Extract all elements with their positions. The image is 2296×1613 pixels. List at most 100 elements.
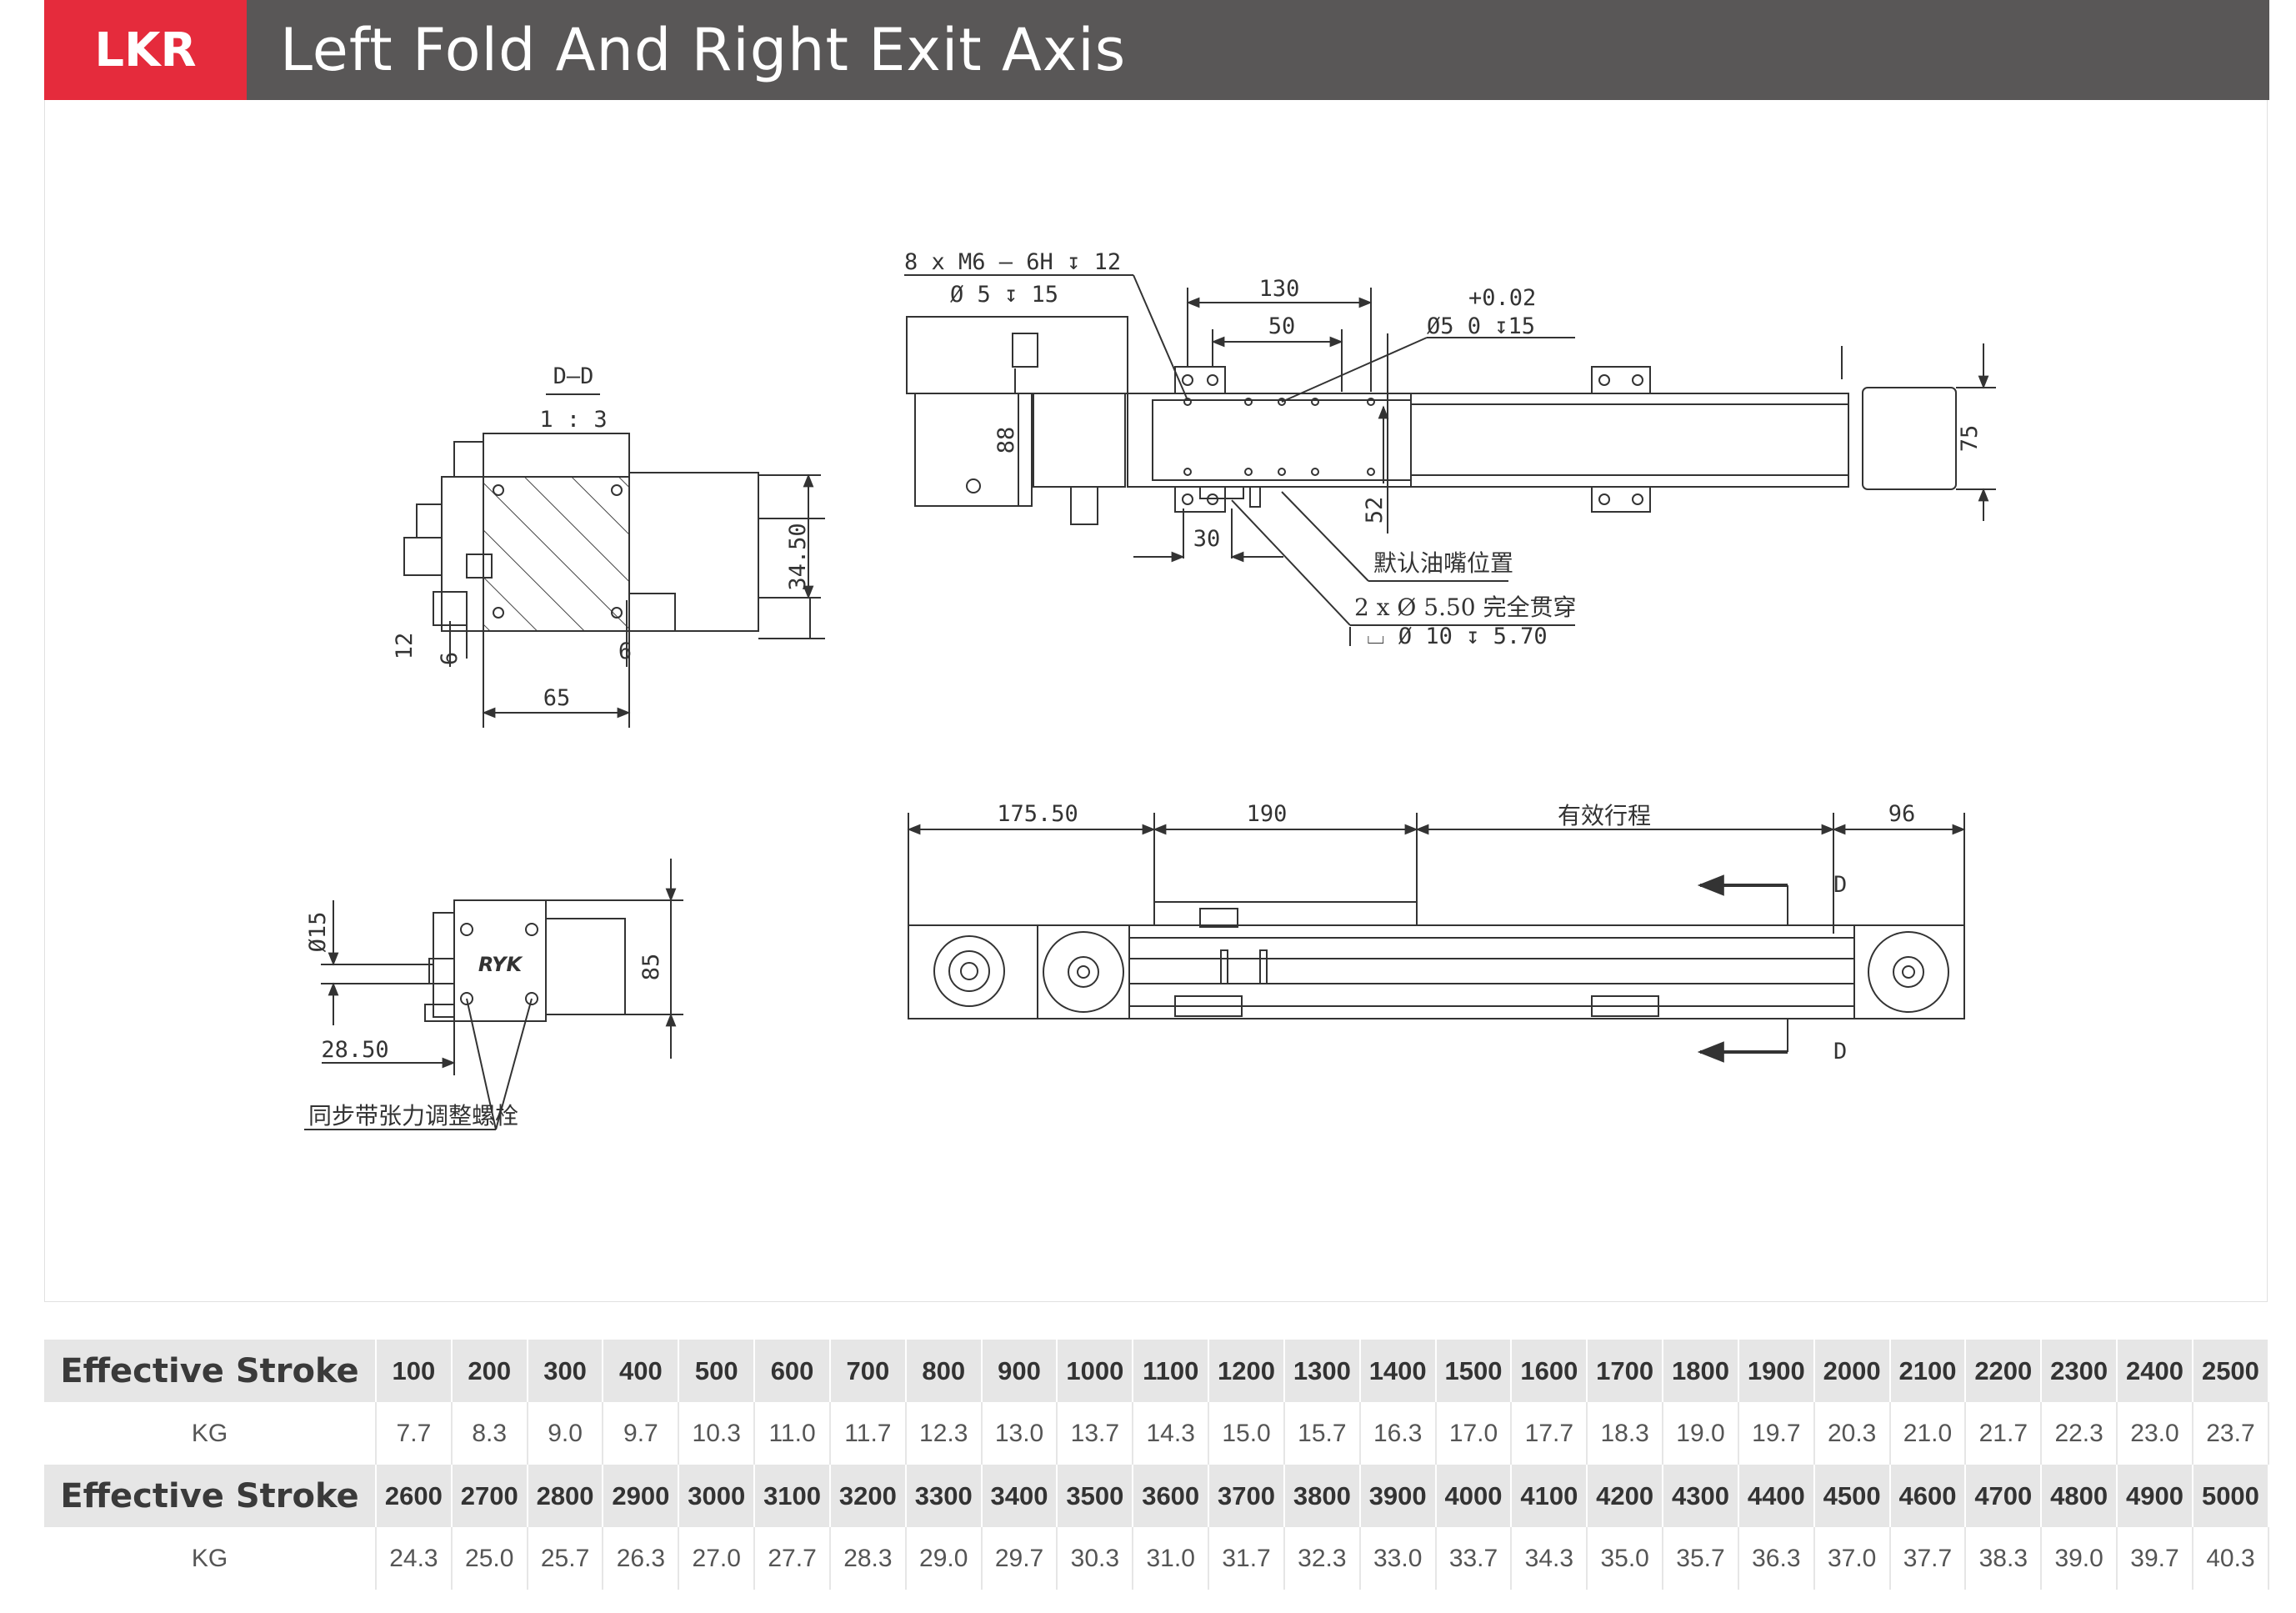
kg-cell: 13.0 [981, 1402, 1058, 1465]
callout-thread-line2: Ø 5 ↧ 15 [950, 282, 1058, 308]
stroke-cell: 4700 [1965, 1465, 2043, 1527]
kg-cell: 15.0 [1208, 1402, 1285, 1465]
kg-cell: 37.0 [1813, 1527, 1891, 1590]
kg-cell: 25.0 [451, 1527, 528, 1590]
page-title: Left Fold And Right Exit Axis [280, 16, 1127, 84]
header-bar: LKR Left Fold And Right Exit Axis [44, 0, 2269, 100]
dim-28-50: 28.50 [321, 1037, 388, 1063]
stroke-cell: 5000 [2192, 1465, 2270, 1527]
stroke-cell: 2800 [527, 1465, 604, 1527]
dim-175-50: 175.50 [997, 801, 1078, 827]
kg-cell: 39.0 [2041, 1527, 2118, 1590]
stroke-cell: 2200 [1965, 1340, 2043, 1402]
kg-cell: 18.3 [1587, 1402, 1664, 1465]
stroke-cell: 3700 [1208, 1465, 1285, 1527]
stroke-cell: 2900 [603, 1465, 680, 1527]
kg-cell: 27.7 [754, 1527, 831, 1590]
row-label-kg: KG [44, 1527, 377, 1590]
model-badge: LKR [44, 0, 247, 100]
top-view [907, 813, 1966, 1063]
kg-cell: 8.3 [451, 1402, 528, 1465]
kg-cell: 24.3 [376, 1527, 453, 1590]
stroke-cell: 1800 [1663, 1340, 1739, 1402]
stroke-cell: 100 [376, 1340, 453, 1402]
dim-6-left: 6 [437, 652, 463, 665]
section-mark-d-bottom: D [1833, 1039, 1847, 1064]
kg-cell: 30.3 [1057, 1527, 1134, 1590]
stroke-cell: 4500 [1813, 1465, 1891, 1527]
stroke-cell: 4200 [1587, 1465, 1664, 1527]
kg-cell: 17.0 [1435, 1402, 1513, 1465]
stroke-cell: 4900 [2117, 1465, 2193, 1527]
stroke-cell: 1900 [1738, 1340, 1815, 1402]
kg-cell: 13.7 [1057, 1402, 1134, 1465]
kg-cell: 33.7 [1435, 1527, 1513, 1590]
stroke-cell: 1000 [1057, 1340, 1134, 1402]
stroke-cell: 200 [451, 1340, 528, 1402]
callout-oil-nozzle: 默认油嘴位置 [1373, 549, 1513, 577]
stroke-cell: 300 [527, 1340, 604, 1402]
section-mark-d-top: D [1833, 872, 1847, 898]
kg-cell: 23.7 [2192, 1402, 2270, 1465]
stroke-cell: 4600 [1889, 1465, 1967, 1527]
row-label-kg: KG [44, 1402, 377, 1465]
section-view-dd: D—D 1 : 3 [403, 363, 825, 728]
callout-thread-line1: 8 x M6 — 6H ↧ 12 [904, 249, 1121, 275]
stroke-cell: 1500 [1435, 1340, 1513, 1402]
dim-30: 30 [1193, 526, 1221, 552]
kg-cell: 15.7 [1283, 1402, 1361, 1465]
callout-tolerance-top: +0.02 [1468, 285, 1536, 311]
kg-cell: 17.7 [1511, 1402, 1588, 1465]
stroke-cell: 4400 [1738, 1465, 1815, 1527]
stroke-cell: 3400 [981, 1465, 1058, 1527]
dim-52: 52 [1362, 497, 1388, 524]
stroke-cell: 4100 [1511, 1465, 1588, 1527]
stroke-cell: 2600 [376, 1465, 453, 1527]
kg-cell: 29.0 [905, 1527, 983, 1590]
dim-65: 65 [543, 685, 571, 711]
stroke-cell: 1300 [1283, 1340, 1361, 1402]
callout-belt-tension-bolt: 同步带张力调整螺栓 [308, 1102, 518, 1130]
stroke-cell: 3300 [905, 1465, 983, 1527]
stroke-cell: 1400 [1359, 1340, 1437, 1402]
stroke-cell: 2000 [1813, 1340, 1891, 1402]
ryk-logo: RYK [478, 953, 524, 976]
stroke-cell: 900 [981, 1340, 1058, 1402]
stroke-cell: 800 [905, 1340, 983, 1402]
kg-cell: 40.3 [2192, 1527, 2270, 1590]
kg-cell: 22.3 [2041, 1402, 2118, 1465]
stroke-cell: 700 [829, 1340, 907, 1402]
kg-cell: 11.0 [754, 1402, 831, 1465]
stroke-cell: 1100 [1133, 1340, 1210, 1402]
kg-cell: 14.3 [1133, 1402, 1210, 1465]
stroke-cell: 2500 [2192, 1340, 2270, 1402]
kg-cell: 23.0 [2117, 1402, 2193, 1465]
callout-through-hole: 2 x Ø 5.50 完全贯穿 [1354, 594, 1577, 621]
front-view [904, 274, 1996, 646]
kg-cell: 11.7 [829, 1402, 907, 1465]
stroke-cell: 3000 [678, 1465, 756, 1527]
kg-cell: 31.7 [1208, 1527, 1285, 1590]
callout-counterbore: ⌴ Ø 10 ↧ 5.70 [1367, 624, 1548, 649]
dim-50: 50 [1268, 313, 1296, 339]
kg-cell: 26.3 [603, 1527, 680, 1590]
stroke-cell: 4000 [1435, 1465, 1513, 1527]
kg-cell: 39.7 [2117, 1527, 2193, 1590]
stroke-cell: 3500 [1057, 1465, 1134, 1527]
kg-cell: 31.0 [1133, 1527, 1210, 1590]
row-label-effective-stroke: Effective Stroke [44, 1340, 377, 1402]
stroke-cell: 3200 [829, 1465, 907, 1527]
dim-96: 96 [1888, 801, 1916, 827]
dim-88: 88 [993, 427, 1019, 454]
stroke-cell: 500 [678, 1340, 756, 1402]
stroke-cell: 2300 [2041, 1340, 2118, 1402]
kg-cell: 16.3 [1359, 1402, 1437, 1465]
kg-cell: 21.7 [1965, 1402, 2043, 1465]
kg-cell: 19.7 [1738, 1402, 1815, 1465]
kg-cell: 27.0 [678, 1527, 756, 1590]
